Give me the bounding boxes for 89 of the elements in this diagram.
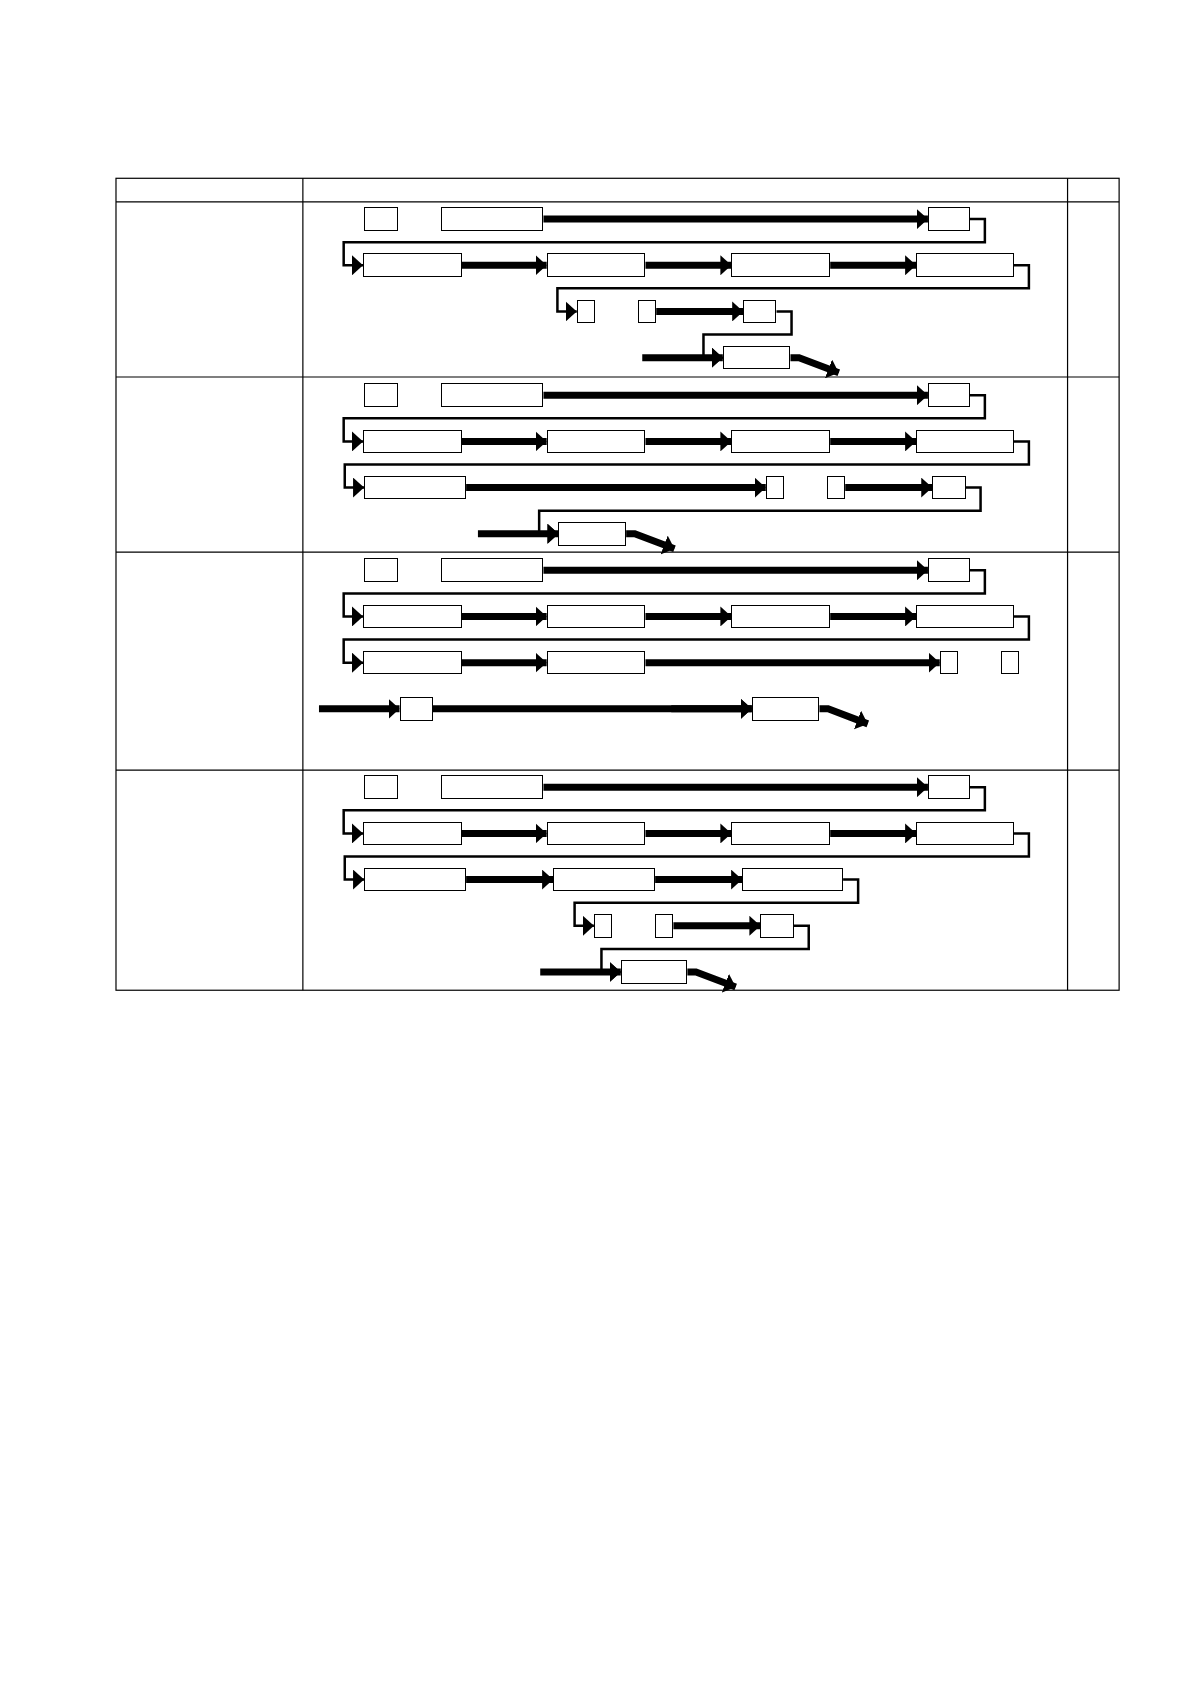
arrow [645,823,732,844]
arrow [461,255,547,276]
answer-box [731,429,831,454]
answer-box [363,253,462,278]
arrow [845,477,933,498]
answer-box [916,429,1014,454]
arrow [687,968,737,993]
answer-box [927,383,970,408]
answer-box [558,521,627,546]
answer-box [760,913,794,938]
arrow [461,823,547,844]
answer-box [546,429,646,454]
arrow [342,569,987,627]
arrow [573,878,860,936]
arrow [461,652,547,673]
answer-box [364,475,467,500]
answer-box [399,697,433,721]
arrow [461,431,547,452]
answer-box [927,558,970,583]
arrow [543,560,928,581]
arrow [543,777,928,798]
arrow [645,606,732,627]
arrow [466,477,766,498]
arrow [819,705,870,730]
answer-box [546,253,646,278]
answer-box [927,207,970,231]
answer-box [441,558,544,583]
answer-box [363,821,462,846]
arrow [655,869,743,890]
answer-box [363,604,462,629]
answer-box [731,604,831,629]
answer-box [593,913,613,938]
arrow [830,255,917,276]
answer-box [553,867,656,892]
arrow [830,823,917,844]
arrow [342,786,987,844]
answer-box [765,475,784,500]
arrow [830,606,917,627]
answer-box [731,821,831,846]
arrow [673,915,761,936]
answer-box [364,207,399,231]
answer-box [546,650,646,675]
answer-box [364,383,399,408]
answer-box [827,475,846,500]
answer-box [939,650,958,675]
arrow [556,264,1031,322]
arrow [342,615,1031,673]
arrow [343,440,1031,498]
answer-box [620,960,688,984]
answer-box [546,604,646,629]
arrow [645,431,732,452]
arrow [656,301,744,322]
arrow [543,385,928,406]
answer-box [916,604,1014,629]
answer-box [576,299,595,324]
arrow [645,255,732,276]
answer-box [364,558,399,583]
arrow [645,652,940,673]
arrow [342,394,987,452]
answer-box [441,207,544,231]
answer-box [363,429,462,454]
answer-box [637,299,657,324]
arrow [319,698,400,719]
answer-box [441,775,544,800]
arrow [343,832,1031,890]
answer-box [751,697,820,721]
answer-box [546,821,646,846]
answer-box [364,867,467,892]
answer-box [916,253,1014,278]
arrow [626,530,676,555]
arrow [461,606,547,627]
arrow [466,869,554,890]
answer-box [364,775,399,800]
answer-box [932,475,966,500]
arrow [342,217,987,276]
answer-box [916,821,1014,846]
answer-box [743,299,777,324]
answer-box [441,383,544,408]
arrow [543,209,928,230]
answer-box [742,867,844,892]
answer-box [927,775,970,800]
arrow [790,354,841,379]
answer-box [722,345,791,370]
answer-box [655,913,674,938]
answer-box [1000,650,1020,675]
arrow [830,431,917,452]
answer-box [363,650,462,675]
answer-box [731,253,831,278]
arrow [477,523,559,544]
